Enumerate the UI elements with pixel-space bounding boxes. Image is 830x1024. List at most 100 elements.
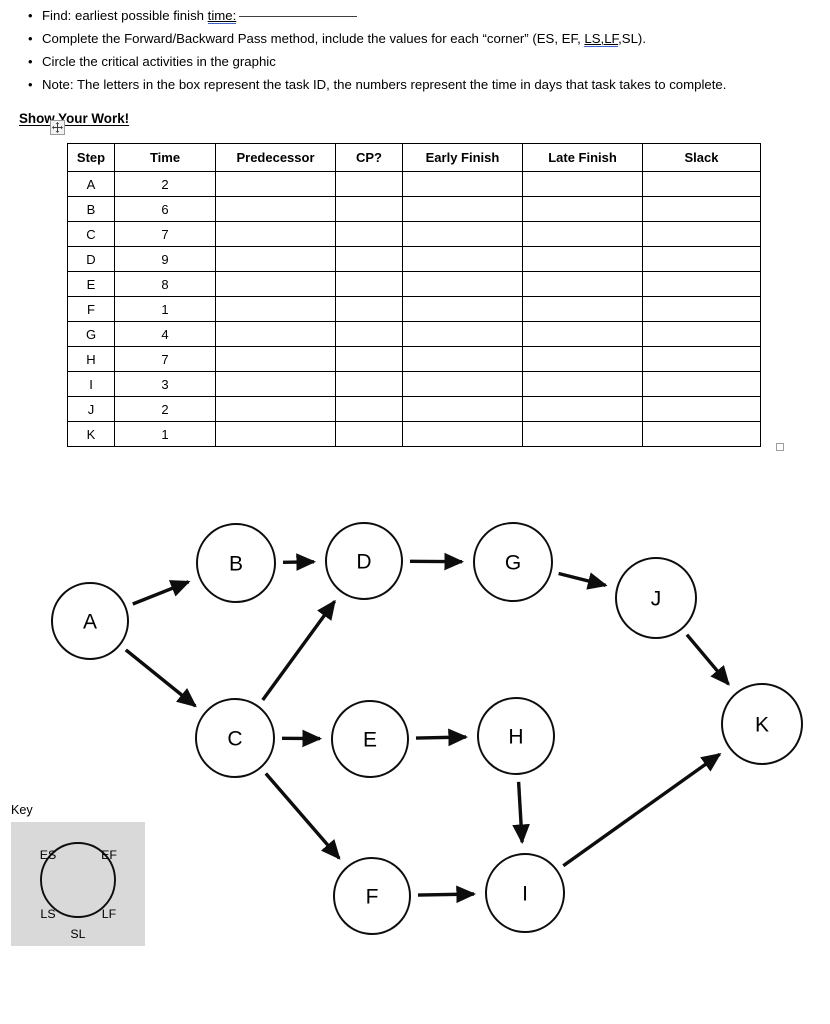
cell-predecessor[interactable]	[215, 246, 336, 272]
cell-early-finish[interactable]	[402, 296, 523, 322]
cell-time: 8	[114, 271, 216, 297]
cell-late-finish[interactable]	[522, 246, 643, 272]
instruction-prefix: Complete the Forward/Backward Pass metho…	[42, 31, 585, 46]
cell-time: 1	[114, 421, 216, 447]
bullet-icon: •	[28, 31, 33, 46]
cell-early-finish[interactable]	[402, 271, 523, 297]
cell-early-finish[interactable]	[402, 221, 523, 247]
diagram-node-c[interactable]: C	[195, 698, 275, 778]
node-circle-icon	[615, 557, 697, 639]
key-label-ls: LS	[40, 907, 55, 921]
cell-late-finish[interactable]	[522, 296, 643, 322]
cell-late-finish[interactable]	[522, 396, 643, 422]
cell-step: H	[67, 346, 115, 372]
cell-cp[interactable]	[335, 396, 403, 422]
cell-cp[interactable]	[335, 321, 403, 347]
cell-early-finish[interactable]	[402, 321, 523, 347]
cell-predecessor[interactable]	[215, 421, 336, 447]
cell-early-finish[interactable]	[402, 396, 523, 422]
cell-predecessor[interactable]	[215, 171, 336, 197]
cell-early-finish[interactable]	[402, 196, 523, 222]
cell-cp[interactable]	[335, 346, 403, 372]
cell-slack[interactable]	[642, 421, 761, 447]
cell-step: F	[67, 296, 115, 322]
cell-cp[interactable]	[335, 421, 403, 447]
cell-early-finish[interactable]	[402, 421, 523, 447]
diagram-node-d[interactable]: D	[325, 522, 403, 600]
cell-slack[interactable]	[642, 321, 761, 347]
cell-predecessor[interactable]	[215, 396, 336, 422]
column-header-slack: Slack	[642, 143, 761, 172]
diagram-arrow-h-to-i	[512, 781, 530, 845]
cell-slack[interactable]	[642, 196, 761, 222]
table-resize-handle[interactable]	[776, 443, 784, 451]
diagram-node-e[interactable]: E	[331, 700, 409, 778]
cell-early-finish[interactable]	[402, 246, 523, 272]
cell-slack[interactable]	[642, 271, 761, 297]
cell-slack[interactable]	[642, 171, 761, 197]
cell-cp[interactable]	[335, 196, 403, 222]
diagram-arrow-b-to-d	[282, 553, 317, 571]
diagram-node-j[interactable]: J	[615, 557, 697, 639]
diagram-node-i[interactable]: I	[485, 853, 565, 933]
cell-step: D	[67, 246, 115, 272]
table-header-row: Step Time Predecessor CP? Early Finish L…	[67, 143, 761, 172]
cell-predecessor[interactable]	[215, 221, 336, 247]
cell-predecessor[interactable]	[215, 271, 336, 297]
cell-cp[interactable]	[335, 171, 403, 197]
cell-late-finish[interactable]	[522, 421, 643, 447]
cell-slack[interactable]	[642, 371, 761, 397]
cell-predecessor[interactable]	[215, 296, 336, 322]
cell-cp[interactable]	[335, 246, 403, 272]
cell-late-finish[interactable]	[522, 321, 643, 347]
list-item: • Complete the Forward/Backward Pass met…	[28, 27, 818, 50]
cell-predecessor[interactable]	[215, 321, 336, 347]
cell-slack[interactable]	[642, 221, 761, 247]
cell-late-finish[interactable]	[522, 371, 643, 397]
node-label-h: H	[508, 726, 523, 749]
cell-slack[interactable]	[642, 296, 761, 322]
key-label-sl: SL	[70, 927, 85, 941]
cell-late-finish[interactable]	[522, 196, 643, 222]
bullet-icon: •	[28, 77, 33, 92]
diagram-node-f[interactable]: F	[333, 857, 411, 935]
cell-cp[interactable]	[335, 371, 403, 397]
cell-late-finish[interactable]	[522, 271, 643, 297]
cell-early-finish[interactable]	[402, 371, 523, 397]
cell-cp[interactable]	[335, 271, 403, 297]
cell-time: 4	[114, 321, 216, 347]
key-label-lf: LF	[102, 907, 117, 921]
diagram-node-b[interactable]: B	[196, 523, 276, 603]
diagram-node-g[interactable]: G	[473, 522, 553, 602]
instruction-text-1: Find: earliest possible finish time:	[42, 4, 818, 27]
cell-predecessor[interactable]	[215, 371, 336, 397]
cell-late-finish[interactable]	[522, 171, 643, 197]
diagram-node-a[interactable]: A	[51, 582, 129, 660]
node-label-c: C	[227, 728, 242, 751]
cell-cp[interactable]	[335, 221, 403, 247]
answer-blank-line[interactable]	[239, 16, 358, 17]
list-item: • Note: The letters in the box represent…	[28, 73, 818, 96]
table-move-handle-icon[interactable]	[50, 120, 65, 135]
diagram-node-k[interactable]: K	[721, 683, 803, 765]
cell-late-finish[interactable]	[522, 346, 643, 372]
cell-early-finish[interactable]	[402, 346, 523, 372]
cell-cp[interactable]	[335, 296, 403, 322]
spellcheck-term: time:	[207, 8, 237, 24]
cell-slack[interactable]	[642, 346, 761, 372]
node-label-j: J	[651, 588, 662, 611]
cell-time: 2	[114, 171, 216, 197]
cell-late-finish[interactable]	[522, 221, 643, 247]
cell-early-finish[interactable]	[402, 171, 523, 197]
key-label-es: ES	[40, 848, 57, 862]
cell-slack[interactable]	[642, 246, 761, 272]
cell-predecessor[interactable]	[215, 346, 336, 372]
cell-predecessor[interactable]	[215, 196, 336, 222]
diagram-node-h[interactable]: H	[477, 697, 555, 775]
cell-slack[interactable]	[642, 396, 761, 422]
